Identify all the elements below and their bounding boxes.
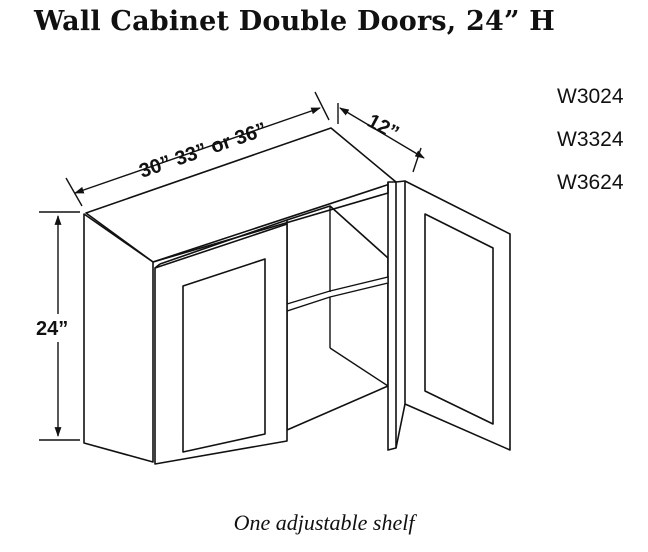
right-door-panel [424, 213, 494, 425]
model-list: W3024 W3324 W3624 [557, 86, 624, 215]
model-code: W3624 [557, 171, 624, 194]
model-code: W3324 [557, 128, 624, 151]
height-dimension-label: 24” [36, 318, 68, 340]
page-title: Wall Cabinet Double Doors, 24” H [34, 6, 556, 37]
cabinet-left-side [83, 213, 154, 463]
depth-dimension-label: 12” [364, 110, 403, 145]
left-door-panel [182, 258, 266, 453]
model-code: W3024 [557, 85, 624, 108]
shelf-caption: One adjustable shelf [233, 510, 415, 535]
cabinet-interior [286, 205, 389, 431]
cabinet-right-stile [387, 181, 397, 451]
